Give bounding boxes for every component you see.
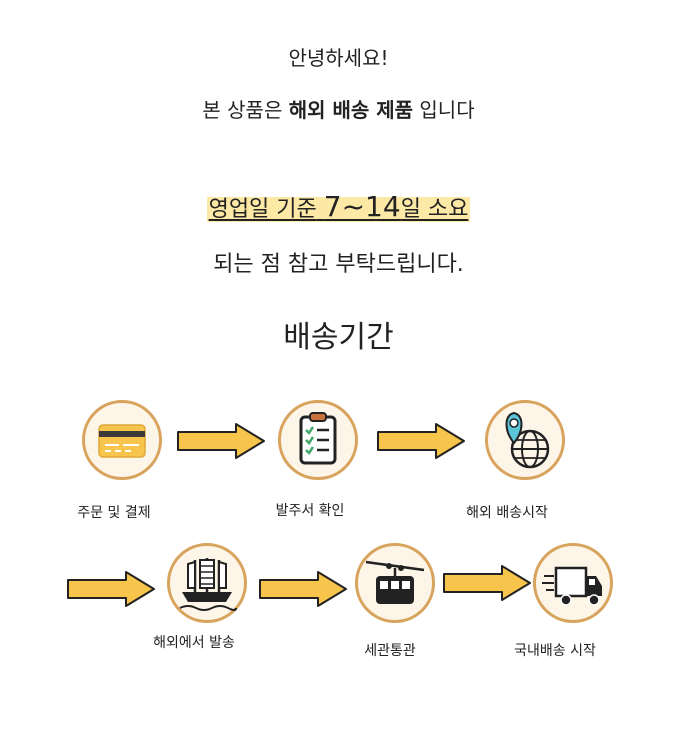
- request-text: 되는 점 참고 부탁드립니다.: [213, 252, 464, 277]
- arrow-right-icon: [443, 565, 531, 601]
- notice-suffix: 입니다: [419, 98, 475, 122]
- ship-icon: [167, 543, 247, 623]
- arrow-right-icon: [67, 571, 155, 607]
- greeting-text: 안녕하세요!: [288, 46, 389, 70]
- clipboard-checklist-icon: [278, 400, 358, 480]
- globe-location-icon: [485, 400, 565, 480]
- step-label: 국내배송 시작: [514, 643, 596, 659]
- step-label: 주문 및 결제: [77, 505, 151, 521]
- cable-car-icon: [355, 543, 435, 623]
- step-label: 발주서 확인: [275, 503, 345, 519]
- leadtime-suffix: 일 소요: [400, 197, 469, 222]
- leadtime-highlight: 영업일 기준 7~14일 소요: [206, 190, 471, 223]
- notice-text: 본 상품은 해외 배송 제품 입니다: [0, 94, 677, 123]
- arrow-right-icon: [177, 423, 265, 459]
- arrow-right-icon: [377, 423, 465, 459]
- leadtime-prefix: 영업일 기준: [208, 197, 317, 222]
- step-label: 해외에서 발송: [153, 635, 235, 651]
- notice-prefix: 본 상품은: [202, 98, 283, 122]
- leadtime-range: 7~14: [323, 190, 401, 223]
- credit-card-icon: [82, 400, 162, 480]
- section-title: 배송기간: [283, 320, 394, 355]
- arrow-right-icon: [259, 571, 347, 607]
- notice-bold: 해외 배송 제품: [288, 98, 414, 122]
- step-label: 해외 배송시작: [466, 505, 548, 521]
- delivery-truck-icon: [533, 543, 613, 623]
- step-label: 세관통관: [364, 643, 416, 659]
- leadtime-text: 영업일 기준 7~14일 소요: [0, 190, 677, 223]
